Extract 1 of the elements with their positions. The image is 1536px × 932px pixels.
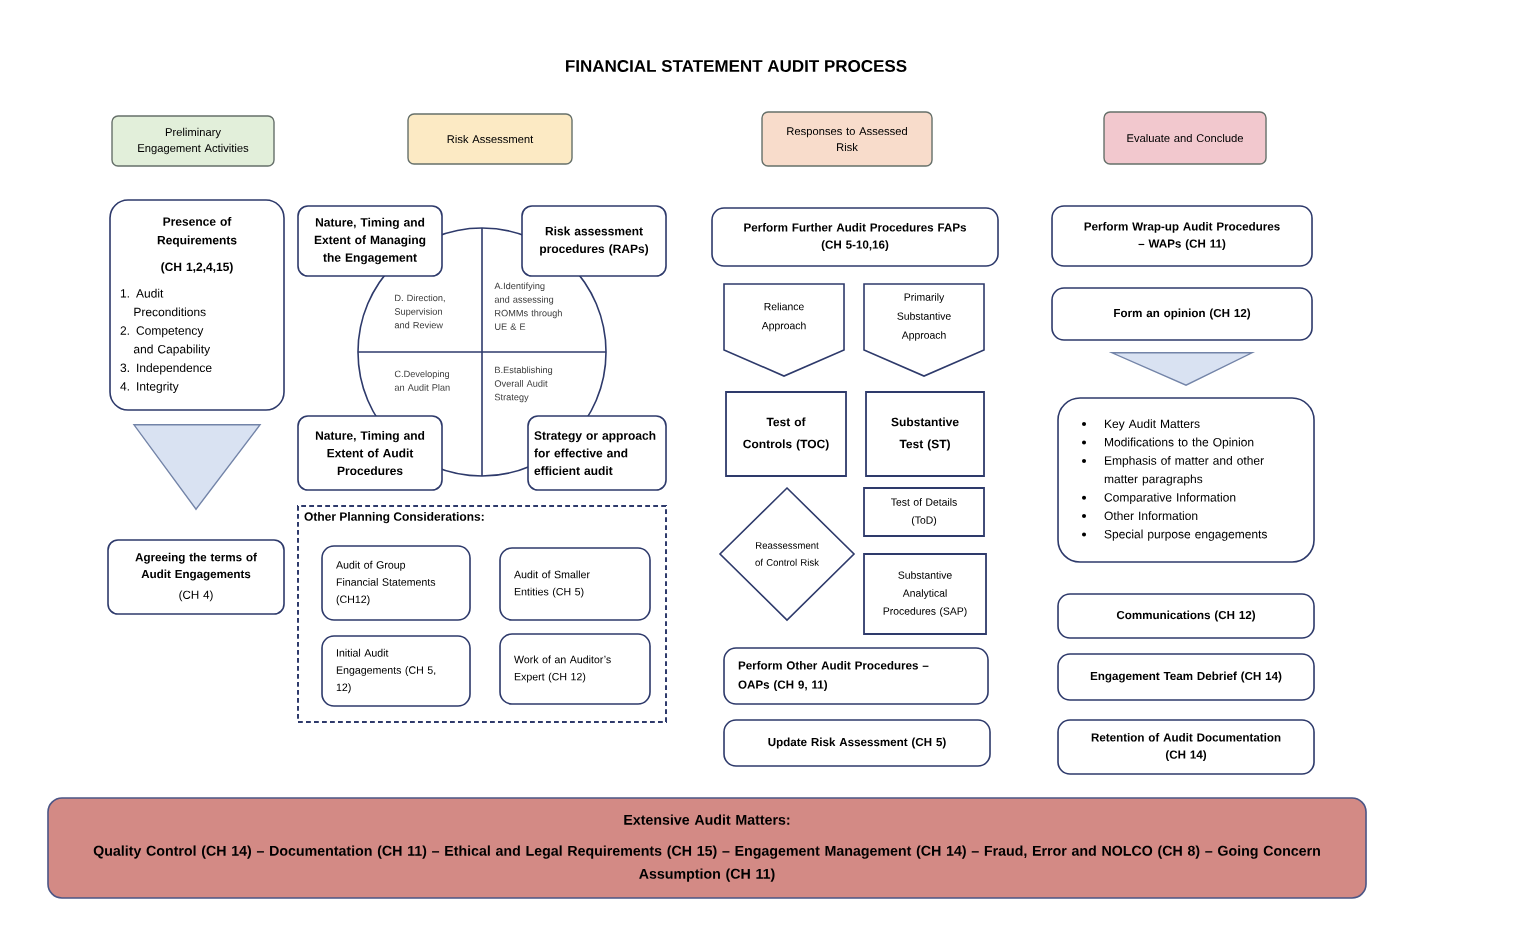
title: FINANCIAL STATEMENT AUDIT PROCESS xyxy=(566,60,907,72)
